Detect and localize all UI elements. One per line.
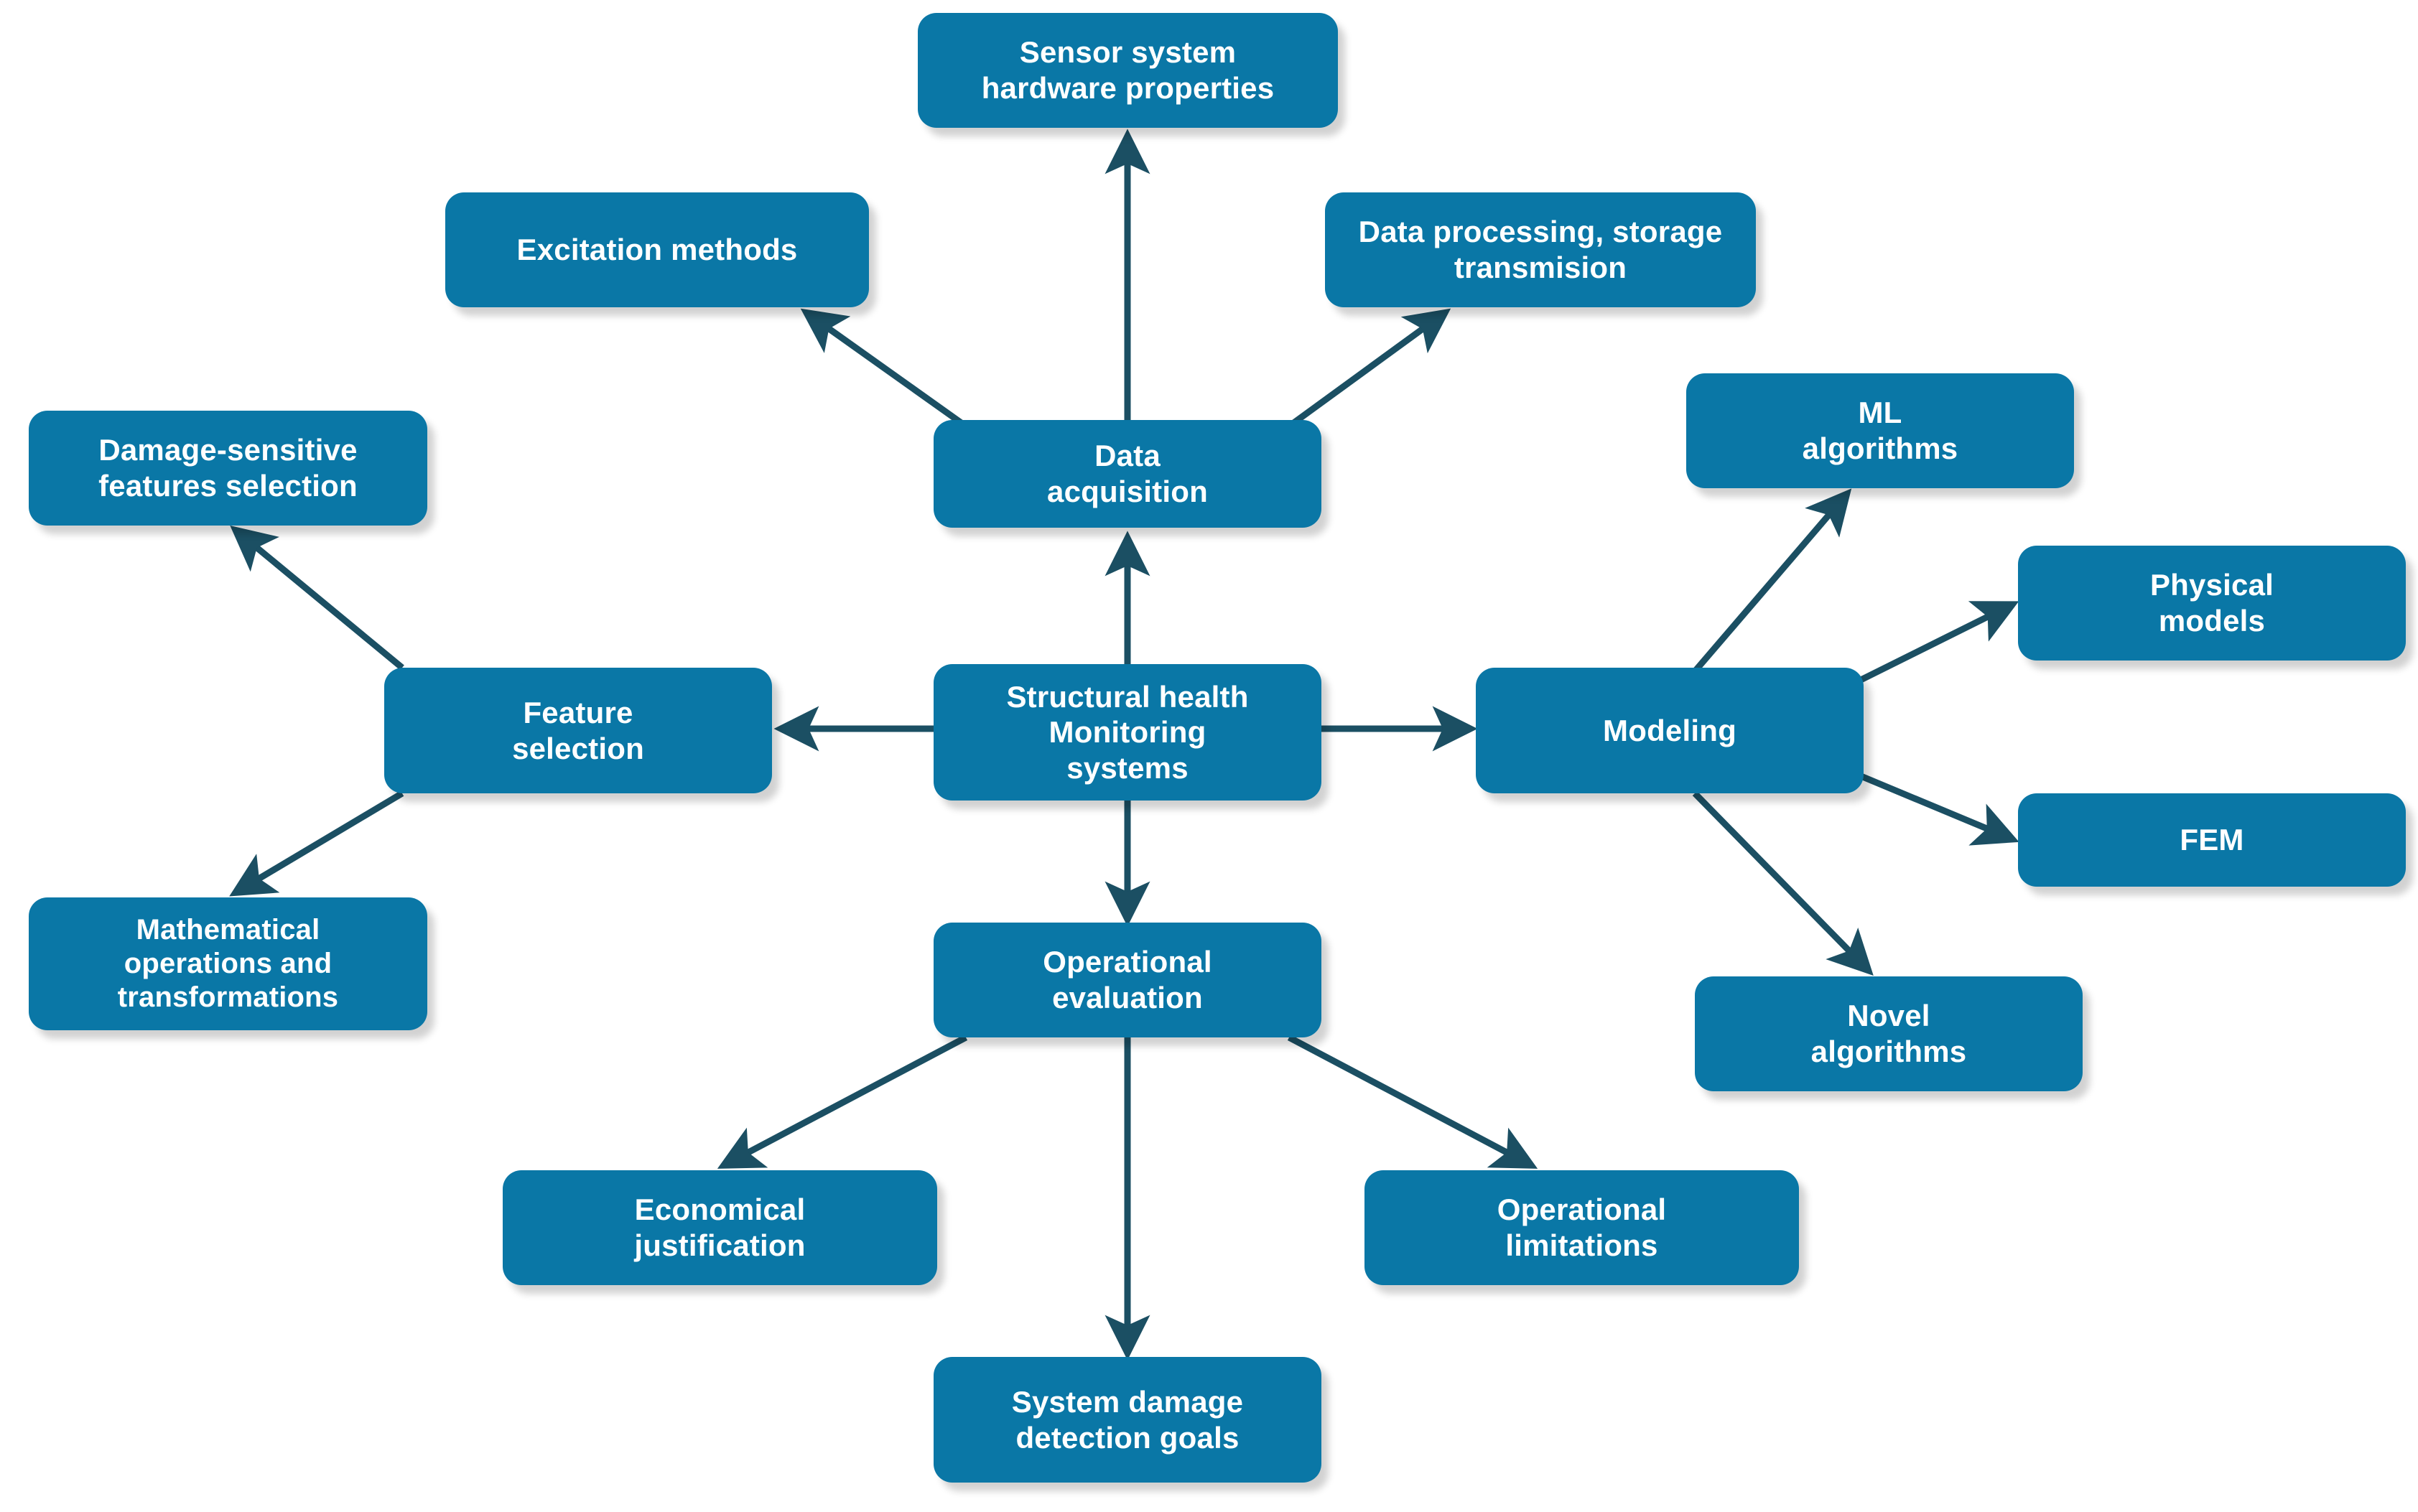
node-label: Data processing, storage transmision xyxy=(1358,215,1723,284)
node-sensor_hw[interactable]: Sensor system hardware properties xyxy=(918,13,1338,128)
node-excitation[interactable]: Excitation methods xyxy=(445,192,869,307)
node-feature_sel[interactable]: Feature selection xyxy=(384,668,772,793)
node-shm[interactable]: Structural health Monitoring systems xyxy=(934,664,1321,801)
node-label: Damage-sensitive features selection xyxy=(98,433,358,503)
node-sys_damage[interactable]: System damage detection goals xyxy=(934,1357,1321,1483)
node-label: Economical justification xyxy=(634,1193,806,1262)
node-label: FEM xyxy=(2180,823,2244,857)
node-math_ops[interactable]: Mathematical operations and transformati… xyxy=(29,897,427,1030)
edge-modeling-to-novel_algos xyxy=(1692,790,1874,976)
node-economical[interactable]: Economical justification xyxy=(503,1170,937,1285)
node-label: Operational limitations xyxy=(1497,1193,1667,1262)
node-label: Structural health Monitoring systems xyxy=(1006,679,1249,785)
node-physical[interactable]: Physical models xyxy=(2018,546,2406,661)
node-label: Modeling xyxy=(1603,713,1736,747)
node-label: Feature selection xyxy=(512,695,644,765)
node-modeling[interactable]: Modeling xyxy=(1476,668,1864,793)
node-label: Mathematical operations and transformati… xyxy=(117,913,339,1014)
node-label: Operational evaluation xyxy=(1043,945,1212,1014)
edge-op_eval-to-economical xyxy=(717,1035,968,1169)
node-data_acq[interactable]: Data acquisition xyxy=(934,420,1321,528)
edge-modeling-to-fem xyxy=(1841,765,2019,846)
node-label: Excitation methods xyxy=(516,233,798,267)
node-label: Physical models xyxy=(2149,568,2274,638)
node-damage_feat[interactable]: Damage-sensitive features selection xyxy=(29,411,427,526)
edge-group xyxy=(229,129,2019,1361)
edge-modeling-to-ml_algos xyxy=(1692,488,1852,673)
node-op_eval[interactable]: Operational evaluation xyxy=(934,923,1321,1037)
node-ml_algos[interactable]: ML algorithms xyxy=(1686,373,2074,488)
edge-modeling-to-physical xyxy=(1840,601,2019,693)
node-data_proc[interactable]: Data processing, storage transmision xyxy=(1325,192,1756,307)
edge-feature_sel-to-math_ops xyxy=(229,790,404,897)
node-label: ML algorithms xyxy=(1802,396,1958,465)
node-label: System damage detection goals xyxy=(1011,1384,1244,1455)
edge-op_eval-to-op_limits xyxy=(1287,1035,1538,1169)
node-label: Sensor system hardware properties xyxy=(981,35,1275,105)
node-label: Data acquisition xyxy=(1047,439,1208,508)
edge-data_acq-to-data_proc xyxy=(1291,308,1451,426)
node-fem[interactable]: FEM xyxy=(2018,793,2406,887)
node-op_limits[interactable]: Operational limitations xyxy=(1364,1170,1799,1285)
node-label: Novel algorithms xyxy=(1810,999,1967,1068)
edge-data_acq-to-excitation xyxy=(800,308,964,426)
node-novel_algos[interactable]: Novel algorithms xyxy=(1695,976,2083,1091)
edge-feature_sel-to-damage_feat xyxy=(230,525,404,671)
